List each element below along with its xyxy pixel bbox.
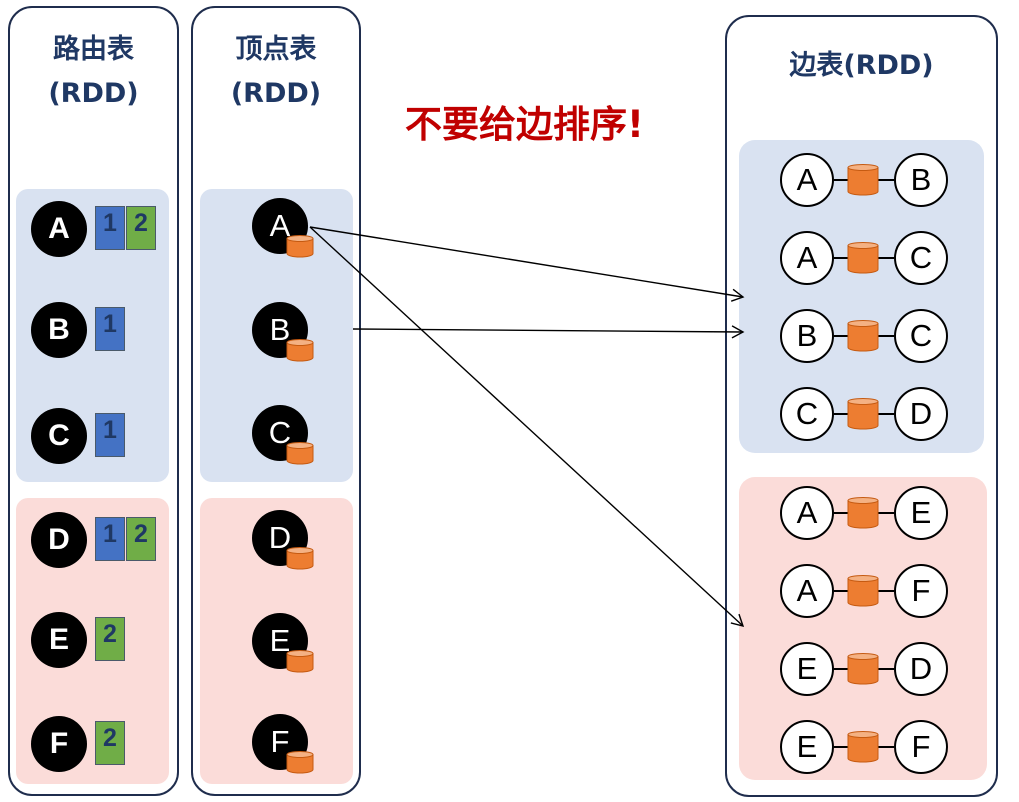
vertex-b: B: [252, 302, 308, 358]
edge-attribute: [847, 164, 879, 200]
edge-attribute: [847, 731, 879, 767]
edge-source-a: A: [780, 153, 834, 207]
routing-vertex-d: D: [31, 512, 87, 568]
edge-target-d: D: [894, 387, 948, 441]
edge-target-d: D: [894, 642, 948, 696]
edge-source-e: E: [780, 720, 834, 774]
partition-tag-1: 1: [95, 517, 125, 561]
edge-target-b: B: [894, 153, 948, 207]
vertex-attribute: [286, 339, 314, 366]
arrow-a-to-partition-1: [309, 226, 745, 302]
partition-tag-1: 1: [95, 206, 125, 250]
attribute-cylinder-icon: [847, 242, 879, 274]
edge-table-title: 边表(RDD): [789, 50, 934, 81]
attribute-cylinder-icon: [847, 653, 879, 685]
attribute-cylinder-icon: [847, 575, 879, 607]
partition-tag-2: 2: [126, 517, 156, 561]
attribute-cylinder-icon: [286, 339, 314, 362]
partition-tag-2: 2: [126, 206, 156, 250]
partition-tag-2: 2: [95, 721, 125, 765]
attribute-cylinder-icon: [286, 751, 314, 774]
routing-vertex-c: C: [31, 408, 87, 464]
vertex-table-title: 顶点表 (RDD): [193, 28, 359, 116]
edge-target-e: E: [894, 486, 948, 540]
partition-tag-1: 1: [95, 413, 125, 457]
vertex-attribute: [286, 547, 314, 574]
edge-source-c: C: [780, 387, 834, 441]
edge-attribute: [847, 398, 879, 434]
attribute-cylinder-icon: [286, 650, 314, 673]
attribute-cylinder-icon: [286, 235, 314, 258]
vertex-table-title-line2: (RDD): [230, 78, 322, 109]
edge-source-e: E: [780, 642, 834, 696]
routing-vertex-e: E: [31, 612, 87, 668]
attribute-cylinder-icon: [847, 497, 879, 529]
edge-attribute: [847, 653, 879, 689]
vertex-attribute: [286, 751, 314, 778]
attribute-cylinder-icon: [286, 547, 314, 570]
partition-tag-1: 1: [95, 307, 125, 351]
routing-vertex-b: B: [31, 302, 87, 358]
routing-table-title: 路由表 (RDD): [10, 28, 177, 116]
vertex-table-title-line1: 顶点表: [235, 34, 317, 65]
partition-tag-2: 2: [95, 617, 125, 661]
routing-vertex-a: A: [31, 201, 87, 257]
edge-source-a: A: [780, 486, 834, 540]
edge-target-f: F: [894, 564, 948, 618]
no-edge-sort-note: 不要给边排序!: [405, 103, 644, 146]
vertex-c: C: [252, 405, 308, 461]
edge-attribute: [847, 242, 879, 278]
edge-attribute: [847, 497, 879, 533]
attribute-cylinder-icon: [847, 731, 879, 763]
vertex-a: A: [252, 198, 308, 254]
attribute-cylinder-icon: [286, 442, 314, 465]
edge-attribute: [847, 320, 879, 356]
arrow-a-to-partition-2: [309, 226, 745, 627]
edge-source-a: A: [780, 564, 834, 618]
attribute-cylinder-icon: [847, 164, 879, 196]
edge-target-f: F: [894, 720, 948, 774]
vertex-attribute: [286, 650, 314, 677]
edge-target-c: C: [894, 231, 948, 285]
routing-vertex-f: F: [31, 716, 87, 772]
edge-attribute: [847, 575, 879, 611]
arrow-b-to-partition-1: [352, 325, 745, 339]
attribute-cylinder-icon: [847, 320, 879, 352]
attribute-cylinder-icon: [847, 398, 879, 430]
vertex-attribute: [286, 442, 314, 469]
vertex-attribute: [286, 235, 314, 262]
routing-table-title-line2: (RDD): [48, 78, 139, 109]
edge-target-c: C: [894, 309, 948, 363]
routing-table-title-line1: 路由表: [53, 34, 134, 65]
edge-source-a: A: [780, 231, 834, 285]
edge-source-b: B: [780, 309, 834, 363]
